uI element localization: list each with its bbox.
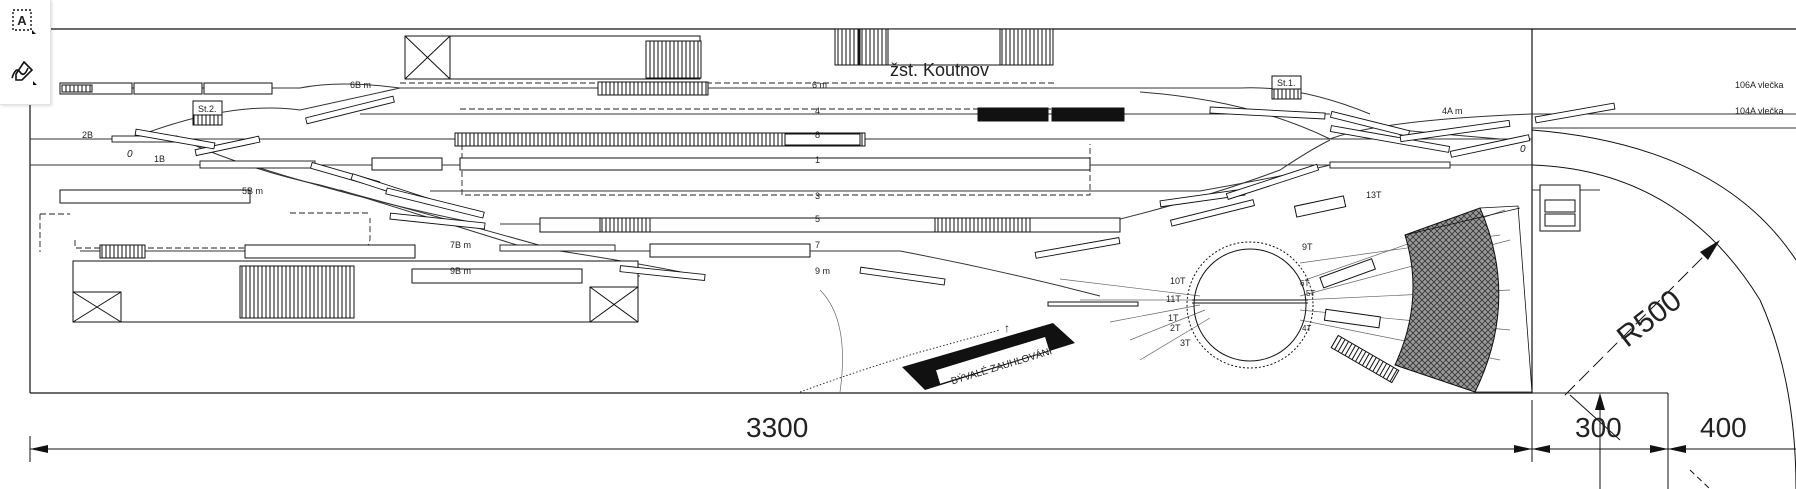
label-t5: 5	[815, 214, 820, 224]
station-name: žst. Koutnov	[890, 60, 989, 80]
label-t6: 6 m	[812, 80, 827, 90]
label-13t: 13T	[1366, 190, 1382, 200]
turnouts	[111, 95, 1616, 286]
label-t7: 7	[815, 240, 820, 250]
signal-box-1-label: St.1.	[1277, 78, 1296, 88]
board-outline	[29, 28, 1796, 489]
label-t1b: 1B	[154, 154, 165, 164]
label-t1: 1	[815, 155, 820, 165]
label-9t: 9T	[1302, 242, 1313, 252]
dimension-main: 3300	[746, 412, 808, 443]
label-t4a: 4A m	[1442, 106, 1463, 116]
label-5t: 5T	[1306, 289, 1315, 298]
pen-tool-button[interactable]	[4, 52, 42, 90]
label-t2b: 2B	[82, 130, 93, 140]
label-t9: 9 m	[815, 266, 830, 276]
dimension-lines	[29, 129, 1796, 489]
label-106a: 106A vlečka	[1735, 80, 1784, 90]
label-t8: 8	[815, 130, 820, 140]
signal-box-2-label: St.2.	[198, 104, 217, 114]
diverging-tracks	[129, 83, 1533, 393]
label-t0-left: 0	[127, 149, 133, 160]
roundhouse	[1394, 205, 1533, 393]
label-10t: 10T	[1170, 276, 1186, 286]
coal-yard	[902, 323, 1075, 390]
turntable-arrow: ↑	[1004, 321, 1010, 335]
label-t7b: 7B m	[450, 240, 471, 250]
dimension-right: 400	[1700, 412, 1747, 443]
signal-boxes	[192, 75, 1302, 126]
dimension-middle: 300	[1575, 412, 1622, 443]
label-6t: 6T	[1300, 279, 1309, 288]
rolling-stock	[59, 81, 1400, 384]
text-tool-button[interactable]: A	[4, 2, 42, 40]
label-104a: 104A vlečka	[1735, 106, 1784, 116]
label-t4: 4	[815, 106, 820, 116]
label-t6b: 6B m	[350, 80, 371, 90]
svg-text:A: A	[17, 13, 27, 28]
pen-sign-icon	[11, 60, 37, 85]
label-t3: 3	[815, 191, 820, 201]
label-4t: 4T	[1302, 324, 1311, 333]
text-select-icon: A	[12, 9, 36, 34]
label-1t: 1T	[1168, 313, 1179, 323]
label-t5b: 5B m	[242, 186, 263, 196]
label-2t: 2T	[1170, 323, 1181, 333]
label-11t: 11T	[1166, 294, 1181, 304]
turntable	[1186, 241, 1314, 369]
label-t0-right: 0	[1520, 144, 1526, 155]
tool-panel: A	[0, 0, 51, 105]
label-t9b: 9B m	[450, 266, 471, 276]
label-3t: 3T	[1180, 338, 1191, 348]
dimension-radius: R500	[1611, 284, 1688, 354]
station-buildings	[72, 28, 1581, 323]
